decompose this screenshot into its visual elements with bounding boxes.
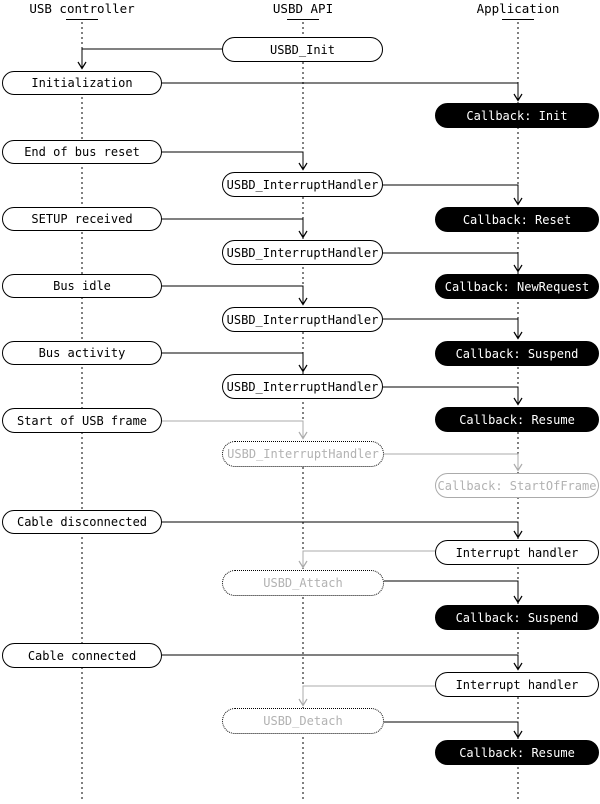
lifeline-head-bar xyxy=(66,19,98,20)
node-usbd-interrupthandler-3: USBD_InterruptHandler xyxy=(222,307,383,332)
node-callback-newrequest: Callback: NewRequest xyxy=(435,274,599,299)
node-callback-reset: Callback: Reset xyxy=(435,207,599,232)
node-interrupt-handler-2: Interrupt handler xyxy=(435,672,599,697)
node-usbd-interrupthandler-5: USBD_InterruptHandler xyxy=(222,441,384,467)
node-usbd-attach: USBD_Attach xyxy=(222,570,384,596)
flows-active xyxy=(77,48,523,739)
node-interrupt-handler-1: Interrupt handler xyxy=(435,540,599,565)
node-callback-suspend-2: Callback: Suspend xyxy=(435,605,599,630)
node-callback-init: Callback: Init xyxy=(435,103,599,128)
flow-initialization-to-callback-init xyxy=(162,82,523,102)
flow-usbdattach-to-callback-suspend xyxy=(384,580,523,604)
flow-setupreceived-to-handler xyxy=(162,218,308,239)
node-setup-received: SETUP received xyxy=(2,207,162,231)
flow-endofbusreset-to-handler xyxy=(162,151,308,171)
flows-inactive xyxy=(162,420,523,707)
node-start-of-usb-frame: Start of USB frame xyxy=(2,408,162,433)
node-cable-disconnected: Cable disconnected xyxy=(2,510,162,534)
node-initialization: Initialization xyxy=(2,71,162,95)
node-bus-activity: Bus activity xyxy=(2,341,162,365)
node-callback-suspend-1: Callback: Suspend xyxy=(435,341,599,366)
flow-cableconnected-to-interrupthandler xyxy=(162,654,523,671)
lane-title-application: Application xyxy=(476,1,560,16)
lane-title-usb-controller: USB controller xyxy=(29,1,135,16)
node-usbd-interrupthandler-2: USBD_InterruptHandler xyxy=(222,240,383,265)
node-usbd-detach: USBD_Detach xyxy=(222,708,384,734)
node-usbd-init: USBD_Init xyxy=(222,37,383,62)
node-bus-idle: Bus idle xyxy=(2,274,162,298)
flow-busidle-to-handler xyxy=(162,285,308,306)
flow-handler-to-callback-suspend xyxy=(383,318,523,340)
node-usbd-interrupthandler-1: USBD_InterruptHandler xyxy=(222,172,383,197)
flow-busactivity-to-handler xyxy=(162,352,308,373)
flow-handler-to-callback-newrequest xyxy=(383,252,523,273)
flow-handler-to-callback-startofframe xyxy=(383,453,523,472)
node-cable-connected: Cable connected xyxy=(2,643,162,668)
node-usbd-interrupthandler-4: USBD_InterruptHandler xyxy=(222,374,383,399)
flow-handler-to-callback-reset xyxy=(383,184,523,206)
lifeline-head-bar xyxy=(502,19,534,20)
flow-startofusbframe-to-handler xyxy=(162,420,308,440)
lane-title-usbd-api: USBD API xyxy=(272,1,334,16)
flow-usbdinit-to-initialization xyxy=(77,48,222,70)
node-callback-resume-1: Callback: Resume xyxy=(435,407,599,432)
flow-usbddetach-to-callback-resume xyxy=(384,721,523,739)
flow-interrupthandler-to-usbddetach xyxy=(298,685,435,707)
lifeline-head-bar xyxy=(287,19,319,20)
flow-cabledisconnected-to-interrupthandler xyxy=(162,521,523,539)
node-callback-startofframe: Callback: StartOfFrame xyxy=(435,473,599,498)
flow-handler-to-callback-resume xyxy=(383,386,523,406)
node-callback-resume-2: Callback: Resume xyxy=(435,740,599,765)
flow-interrupthandler-to-usbdattach xyxy=(298,550,435,569)
node-end-of-bus-reset: End of bus reset xyxy=(2,140,162,164)
